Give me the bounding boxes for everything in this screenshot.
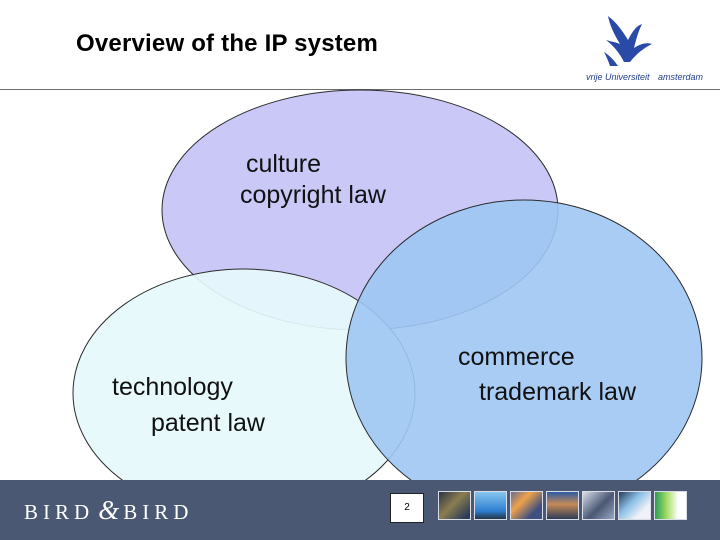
footer-image-strip [438,491,687,520]
footer-thumbnail [618,491,651,520]
footer-thumbnail [654,491,687,520]
footer-thumbnail [582,491,615,520]
footer-thumbnail [546,491,579,520]
vu-logo: vrije Universiteit amsterdam [586,12,720,88]
griffin-icon [604,16,652,66]
footer-thumbnail [474,491,507,520]
culture-label: culture [246,150,322,178]
brand-ampersand: & [98,495,120,525]
technology-label: technology [112,373,233,401]
header-divider [0,89,720,90]
trademark-law-label: trademark law [479,378,636,406]
patent-law-label: patent law [151,409,265,437]
copyright-law-label: copyright law [240,181,386,209]
brand-left: BIRD [24,500,95,524]
logo-text-university: vrije Universiteit [586,72,650,82]
bird-and-bird-logo: BIRD&BIRD [24,495,193,526]
brand-right: BIRD [123,500,194,524]
footer-thumbnail [510,491,543,520]
page-number: 2 [390,493,424,523]
commerce-label: commerce [458,343,575,371]
slide-title: Overview of the IP system [76,30,379,57]
logo-text-city: amsterdam [658,72,704,82]
footer-thumbnail [438,491,471,520]
